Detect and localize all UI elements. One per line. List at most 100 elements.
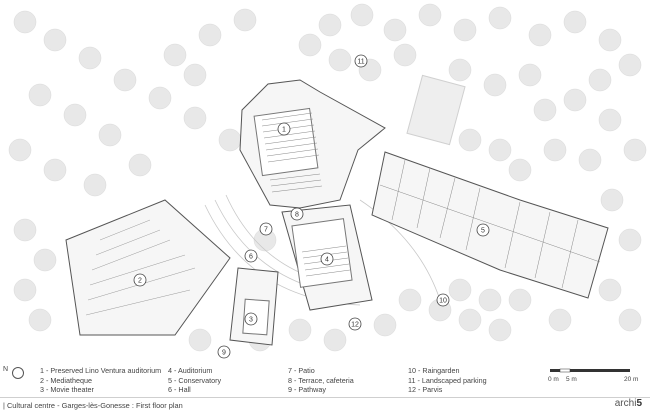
tree-icon	[28, 308, 52, 332]
tree-icon	[198, 23, 222, 47]
legend-col-3: 7 - Patio 8 - Terrace, cafeteria 9 - Pat…	[288, 366, 354, 395]
legend-item: 10 - Raingarden	[408, 366, 460, 375]
callout-label-3: 3	[249, 317, 253, 324]
tree-icon	[483, 73, 507, 97]
callout-label-5: 5	[481, 228, 485, 235]
tree-icon	[373, 313, 397, 337]
tree-icon	[448, 278, 472, 302]
building-5	[371, 151, 609, 299]
tree-icon	[548, 308, 572, 332]
trees-layer	[8, 3, 647, 352]
tree-icon	[328, 48, 352, 72]
building-1	[239, 79, 386, 209]
tree-icon	[458, 308, 482, 332]
building-3	[229, 267, 279, 346]
tree-icon	[528, 23, 552, 47]
tree-icon	[83, 173, 107, 197]
tree-icon	[508, 158, 532, 182]
tree-icon	[448, 58, 472, 82]
brand-name: archi	[614, 398, 637, 409]
building-2	[65, 199, 231, 336]
tree-icon	[533, 98, 557, 122]
tree-icon	[598, 108, 622, 132]
callout-label-9: 9	[222, 350, 226, 357]
tree-icon	[478, 288, 502, 312]
callout-label-1: 1	[282, 127, 286, 134]
legend-item: 4 - Auditorium	[168, 366, 213, 375]
legend-item: 2 - Mediatheque	[40, 375, 92, 385]
callout-label-4: 4	[325, 257, 329, 264]
callout-circle	[244, 312, 258, 326]
tree-icon	[418, 3, 442, 27]
tree-icon	[383, 18, 407, 42]
tree-icon	[588, 68, 612, 92]
scale-bar: 0 m 5 m 20 m	[548, 368, 643, 383]
callout-label-10: 10	[439, 298, 447, 305]
tree-icon	[113, 68, 137, 92]
caption: | Cultural centre - Garges-lès-Gonesse :…	[3, 401, 183, 410]
tree-icon	[63, 103, 87, 127]
callout-circle	[436, 293, 450, 307]
tree-icon	[543, 138, 567, 162]
seating-rows-4	[301, 245, 351, 277]
brand-number: 5	[636, 398, 642, 409]
callout-circle	[244, 249, 258, 263]
tree-icon	[453, 18, 477, 42]
callout-circle	[259, 222, 273, 236]
tree-icon	[183, 63, 207, 87]
legend-col-2: 4 - Auditorium 5 - Conservatory 6 - Hall	[168, 366, 221, 395]
rooms-5	[379, 159, 601, 289]
tree-icon	[563, 88, 587, 112]
legend-item: 12 - Parvis	[408, 385, 443, 395]
tree-icon	[78, 46, 102, 70]
tree-icon	[318, 13, 342, 37]
callout-label-2: 2	[138, 278, 142, 285]
brand-logo: archi5	[615, 398, 642, 409]
scale-label-20: 20 m	[624, 376, 639, 383]
tree-icon	[618, 228, 642, 252]
tree-icon	[618, 53, 642, 77]
callout-label-7: 7	[264, 227, 268, 234]
tree-icon	[28, 83, 52, 107]
scale-label-5: 5 m	[566, 376, 577, 383]
tree-icon	[288, 318, 312, 342]
parking-area	[406, 74, 466, 146]
callout-label-8: 8	[295, 212, 299, 219]
tree-icon	[98, 123, 122, 147]
tree-icon	[148, 86, 172, 110]
callout-circle	[217, 345, 231, 359]
tree-icon	[218, 128, 242, 152]
tree-icon	[508, 288, 532, 312]
tree-icon	[563, 10, 587, 34]
tree-icon	[618, 308, 642, 332]
tree-icon	[13, 218, 37, 242]
callout-circle	[133, 273, 147, 287]
legend-item: 8 - Terrace, cafeteria	[288, 375, 354, 385]
tree-icon	[183, 106, 207, 130]
tree-icon	[43, 158, 67, 182]
tree-icon	[13, 10, 37, 34]
tree-icon	[128, 153, 152, 177]
legend-item: 1 - Preserved Lino Ventura auditorium	[40, 366, 162, 375]
tree-icon	[598, 28, 622, 52]
callout-label-6: 6	[249, 254, 253, 261]
callout-circle	[290, 207, 304, 221]
legend-item: 6 - Hall	[168, 385, 191, 395]
tree-icon	[488, 6, 512, 30]
tree-icon	[623, 138, 647, 162]
legend-item: 7 - Patio	[288, 366, 315, 375]
tree-icon	[488, 138, 512, 162]
seating-rows-1	[261, 112, 323, 193]
callout-circle	[476, 223, 490, 237]
tree-icon	[163, 43, 187, 67]
tree-icon	[33, 248, 57, 272]
tree-icon	[518, 63, 542, 87]
shelving-2	[85, 219, 196, 316]
tree-icon	[578, 148, 602, 172]
tree-icon	[598, 278, 622, 302]
tree-icon	[458, 128, 482, 152]
tree-icon	[488, 318, 512, 342]
tree-icon	[398, 288, 422, 312]
tree-icon	[188, 328, 212, 352]
